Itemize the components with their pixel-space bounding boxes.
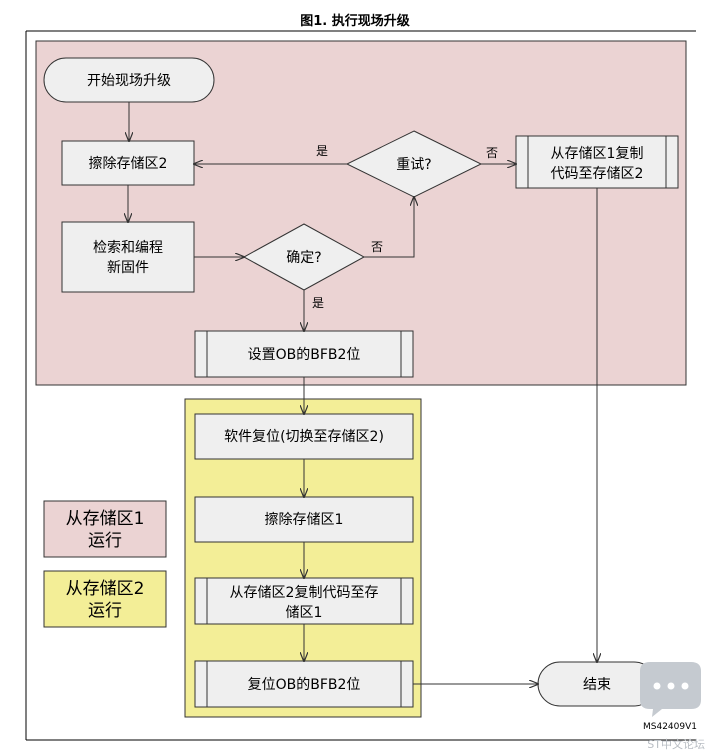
legend-bank1-line2: 运行 xyxy=(88,531,122,551)
edge-label-confirm-yes: 是 xyxy=(312,296,324,310)
erase-bank1-label: 擦除存储区1 xyxy=(265,511,344,528)
edge-label-retry-yes: 是 xyxy=(316,144,328,158)
copy-bank1-to-bank2-node xyxy=(515,135,679,189)
reset-ob-bfb2-node xyxy=(194,660,414,708)
edge-label-retry-no: 否 xyxy=(486,146,498,160)
copy-bank2-label-line1: 从存储区2复制代码至存 xyxy=(230,584,379,601)
retry-decision-label: 重试? xyxy=(396,157,431,173)
reset-ob-bfb2-label: 复位OB的BFB2位 xyxy=(248,676,361,693)
legend-bank2-swatch xyxy=(43,570,167,628)
search-program-label-line1: 检索和编程 xyxy=(93,239,163,256)
legend-bank2-line2: 运行 xyxy=(88,601,122,621)
edge-label-confirm-no: 否 xyxy=(371,240,383,254)
copy-bank1-label-line1: 从存储区1复制 xyxy=(551,145,644,162)
legend-bank1-line1: 从存储区1 xyxy=(66,509,145,529)
copy-bank2-to-bank1-node xyxy=(194,577,414,625)
search-program-label-line2: 新固件 xyxy=(107,260,149,276)
search-program-node xyxy=(61,221,195,293)
chat-bubble-icon xyxy=(640,662,701,717)
edge-confirm-no-to-retry xyxy=(364,197,414,258)
figure-title: 图1. 执行现场升级 xyxy=(300,13,411,29)
copy-bank2-label-line2: 储区1 xyxy=(286,605,323,621)
erase-bank2-label: 擦除存储区2 xyxy=(89,155,168,172)
start-node-label: 开始现场升级 xyxy=(87,73,171,89)
copy-bank1-label-line2: 代码至存储区2 xyxy=(551,166,644,182)
confirm-decision-label: 确定? xyxy=(286,250,321,266)
figure-id-label: MS42409V1 xyxy=(643,722,697,732)
set-ob-bfb2-node xyxy=(194,330,414,378)
legend-bank1-swatch xyxy=(43,500,167,558)
legend-bank2-line1: 从存储区2 xyxy=(66,579,145,599)
erase-bank1-node xyxy=(194,496,414,543)
software-reset-label: 软件复位(切换至存储区2) xyxy=(224,428,384,445)
watermark-label: ST中文论坛 xyxy=(647,737,705,751)
set-ob-bfb2-label: 设置OB的BFB2位 xyxy=(248,347,361,363)
end-node-label: 结束 xyxy=(583,677,611,693)
